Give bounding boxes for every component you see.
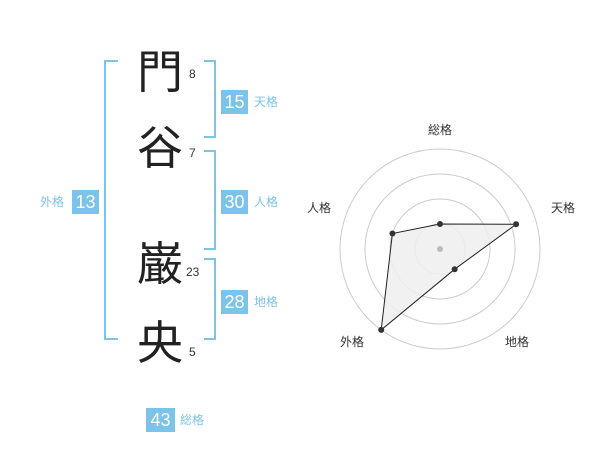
radar-point-1 — [437, 221, 443, 227]
radar-axis-label-gaikaku: 外格 — [340, 334, 364, 349]
chikaku-label: 地格 — [254, 295, 279, 309]
radar-axis-label-soukaku: 総格 — [428, 122, 452, 137]
radar-point-2 — [513, 221, 520, 228]
jinkaku-value-badge: 30 — [221, 190, 248, 214]
radar-ring — [339, 148, 541, 350]
name-char-2-strokes: 7 — [189, 146, 196, 160]
soukaku-value-badge: 43 — [146, 408, 175, 432]
radar-point-3 — [451, 266, 458, 273]
name-char-1-strokes: 8 — [189, 67, 196, 81]
radar-center-dot — [437, 246, 443, 252]
chikaku-value-badge: 28 — [221, 290, 248, 314]
name-char-2: 谷 — [137, 121, 183, 175]
soukaku-label: 総格 — [180, 413, 205, 427]
radar-series-polygon — [380, 223, 518, 332]
gaikaku-label: 外格 — [40, 195, 65, 209]
gaikaku-value-badge: 13 — [72, 190, 99, 214]
name-char-4-strokes: 5 — [189, 345, 196, 359]
radar-ring — [389, 198, 491, 300]
chikaku-bracket — [204, 258, 216, 340]
radar-axis-label-jinkaku: 人格 — [307, 200, 331, 215]
name-char-4: 央 — [137, 316, 183, 370]
name-char-3-strokes: 23 — [186, 265, 200, 279]
radar-axis-label-chikaku: 地格 — [505, 334, 529, 349]
radar-point-5 — [389, 230, 396, 237]
radar-axis-label-tenkaku: 天格 — [551, 200, 575, 215]
tenkaku-label: 天格 — [254, 95, 279, 109]
name-char-3: 巌 — [137, 237, 183, 291]
radar-ring — [364, 173, 516, 325]
name-char-1: 門 — [137, 45, 183, 99]
jinkaku-label: 人格 — [254, 195, 279, 209]
jinkaku-bracket — [204, 150, 216, 250]
radar-point-4 — [378, 326, 385, 333]
tenkaku-bracket — [204, 60, 216, 138]
gaikaku-bracket — [104, 60, 118, 340]
tenkaku-value-badge: 15 — [221, 90, 248, 114]
